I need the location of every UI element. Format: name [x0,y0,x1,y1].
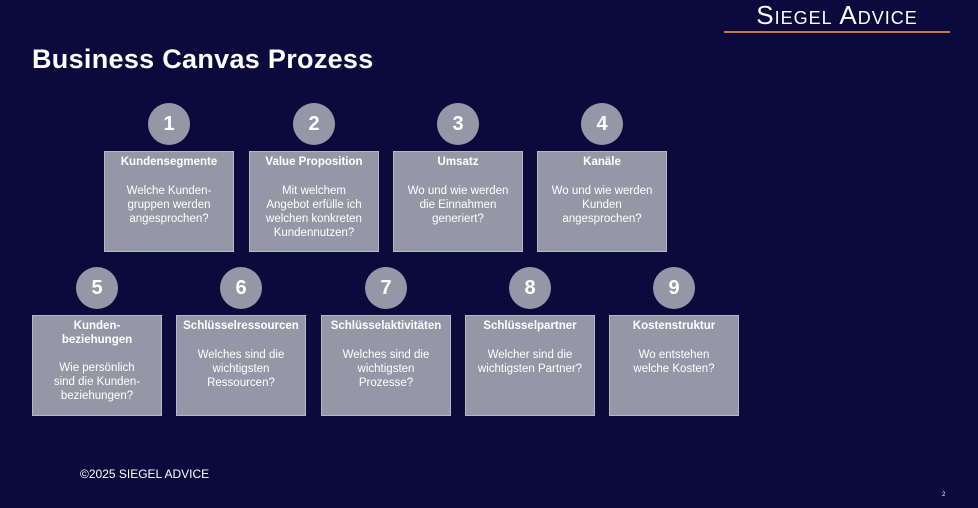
step-title: Kostenstruktur [632,320,716,332]
slide-title: Business Canvas Prozess [32,44,374,74]
copyright-footer: ©2025 SIEGEL ADVICE [80,467,210,481]
logo-underline [724,31,950,33]
step-question: Welches sind die wichtigsten Prozesse? [342,349,430,389]
page-number: 2 [942,492,946,498]
siegel-advice-logo: Siegel Advice [756,0,918,30]
step-number-badge: 7 [365,267,407,309]
step-title: Kundensegmente [120,156,218,168]
step-title: Kanäle [583,156,621,168]
step-box: Schlüsselpartner Welcher sind die wichti… [465,315,595,416]
step-title: Kunden- beziehungen [61,320,133,346]
step-question: Wo und wie werden Kunden angesprochen? [551,185,653,225]
step-title: Umsatz [437,156,479,168]
step-question: Wo entstehen welche Kosten? [633,349,715,375]
step-title: Schlüsselpartner [483,320,577,332]
step-box: Schlüsselaktivitäten Welches sind die wi… [321,315,451,416]
step-number-badge: 1 [148,103,190,145]
step-question: Welches sind die wichtigsten Ressourcen? [197,349,285,389]
step-number-badge: 9 [653,267,695,309]
step-title: Schlüsselressourcen [183,320,299,332]
step-box: Kundensegmente Welche Kunden- gruppen we… [104,151,234,252]
step-number-badge: 2 [293,103,335,145]
step-question: Welcher sind die wichtigsten Partner? [477,349,583,375]
step-number-badge: 8 [509,267,551,309]
step-number-badge: 3 [437,103,479,145]
step-box: Value Proposition Mit welchem Angebot er… [249,151,379,252]
step-question: Mit welchem Angebot erfülle ich welchen … [266,185,362,239]
step-number-badge: 6 [220,267,262,309]
step-title: Schlüsselaktivitäten [330,320,442,332]
step-question: Wo und wie werden die Einnahmen generier… [407,185,509,225]
step-number-badge: 5 [76,267,118,309]
step-box: Umsatz Wo und wie werden die Einnahmen g… [393,151,523,252]
step-question: Welche Kunden- gruppen werden angesproch… [126,185,212,225]
step-box: Schlüsselressourcen Welches sind die wic… [176,315,306,416]
step-question: Wie persönlich sind die Kunden- beziehun… [53,362,141,402]
step-box: Kanäle Wo und wie werden Kunden angespro… [537,151,667,252]
step-number-badge: 4 [581,103,623,145]
step-title: Value Proposition [265,156,363,168]
step-box: Kunden- beziehungen Wie persönlich sind … [32,315,162,416]
step-box: Kostenstruktur Wo entstehen welche Koste… [609,315,739,416]
